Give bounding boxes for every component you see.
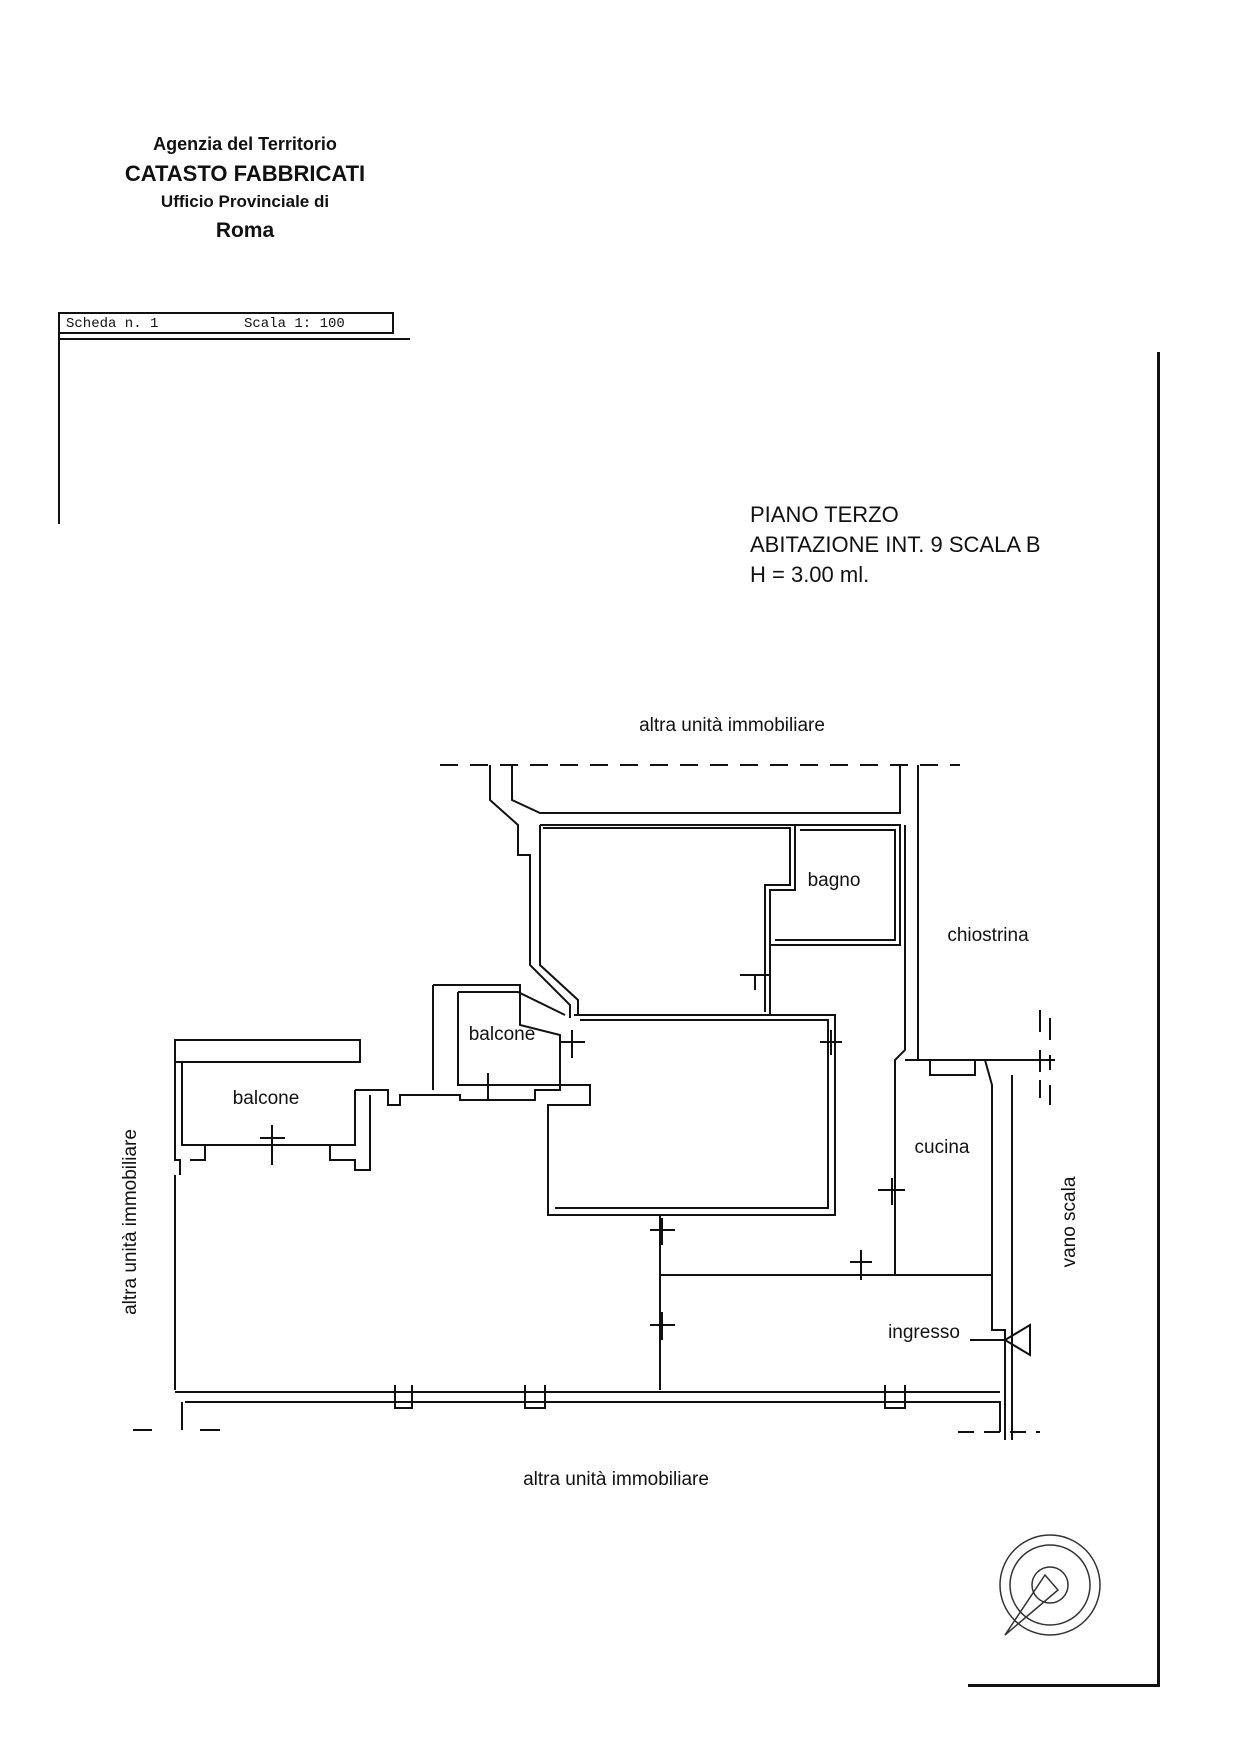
bottom-window-1 bbox=[394, 1385, 413, 1409]
scheda-scale: Scala 1: 100 bbox=[244, 316, 345, 332]
bagno-label: bagno bbox=[808, 870, 861, 891]
balcony-large-rail bbox=[174, 1062, 181, 1390]
door-tick bbox=[970, 1323, 1031, 1357]
door-tick bbox=[560, 1030, 585, 1058]
ufficio-label: Ufficio Provinciale di bbox=[160, 192, 330, 211]
ingresso-right bbox=[991, 1275, 1006, 1440]
left-neighbor-label: altra unità immobiliare bbox=[120, 1129, 141, 1315]
bottom-window-3 bbox=[884, 1385, 906, 1409]
right-upper-wall-inner bbox=[894, 825, 906, 1275]
floor-height: H = 3.00 ml. bbox=[750, 562, 870, 587]
balcony-large-outer bbox=[174, 1039, 361, 1063]
north-arrow bbox=[999, 1534, 1101, 1636]
bottom-neighbor-label: altra unità immobiliare bbox=[523, 1469, 709, 1490]
agency-name: Agenzia del Territorio bbox=[153, 134, 337, 154]
balcony-small-outer bbox=[355, 984, 561, 1106]
top-neighbor-label: altra unità immobiliare bbox=[639, 715, 825, 736]
door-tick bbox=[878, 1178, 905, 1205]
right-frame-rule bbox=[1157, 352, 1160, 1687]
central-room-inner bbox=[555, 1019, 829, 1209]
door-tick bbox=[478, 1073, 498, 1100]
balcone-large-label: balcone bbox=[233, 1088, 300, 1109]
bottom-wall-inner bbox=[185, 1401, 1001, 1432]
balcony-large-bottom bbox=[190, 1095, 371, 1171]
upper-left-wall bbox=[489, 765, 571, 1018]
door-tick bbox=[820, 1030, 842, 1055]
vano-scala-label: vano scala bbox=[1059, 1176, 1080, 1267]
floor-info: PIANO TERZO ABITAZIONE INT. 9 SCALA B H … bbox=[750, 500, 1041, 590]
door-tick bbox=[740, 974, 770, 990]
balcony-large-box bbox=[181, 1062, 356, 1146]
catasto-title: CATASTO FABBRICATI bbox=[124, 160, 366, 186]
balcone-small-label: balcone bbox=[469, 1024, 536, 1045]
door-tick bbox=[650, 1218, 675, 1245]
balcony-small-inner bbox=[457, 991, 566, 1086]
bagno-inner bbox=[775, 829, 896, 941]
cucina-walls bbox=[895, 1059, 993, 1276]
office-header: Agenzia del Territorio CATASTO FABBRICAT… bbox=[100, 133, 390, 245]
upper-room-inner bbox=[543, 827, 791, 1012]
top-neighbour-wall bbox=[511, 765, 901, 814]
floor-piano: PIANO TERZO bbox=[750, 502, 899, 527]
scheda-number: Scheda n. 1 bbox=[66, 316, 159, 332]
scheda-box: Scheda n. 1 Scala 1: 100 bbox=[58, 312, 394, 334]
cucina-label: cucina bbox=[915, 1137, 970, 1158]
bottom-window-2 bbox=[524, 1385, 546, 1409]
upper-left-wall-inner bbox=[539, 825, 579, 1015]
door-tick bbox=[260, 1125, 285, 1165]
bottom-frame-rule bbox=[968, 1684, 1158, 1687]
central-room bbox=[547, 1014, 836, 1216]
upper-room bbox=[540, 824, 796, 1015]
chiostrina-label: chiostrina bbox=[947, 925, 1029, 946]
left-frame-rule bbox=[58, 334, 60, 524]
city-name: Roma bbox=[215, 219, 275, 243]
bagno-walls bbox=[770, 824, 901, 946]
door-tick bbox=[850, 1250, 872, 1280]
header-rule bbox=[58, 338, 410, 340]
door-tick bbox=[650, 1312, 675, 1340]
ingresso-label: ingresso bbox=[888, 1322, 960, 1343]
floor-unit: ABITAZIONE INT. 9 SCALA B bbox=[750, 532, 1041, 557]
